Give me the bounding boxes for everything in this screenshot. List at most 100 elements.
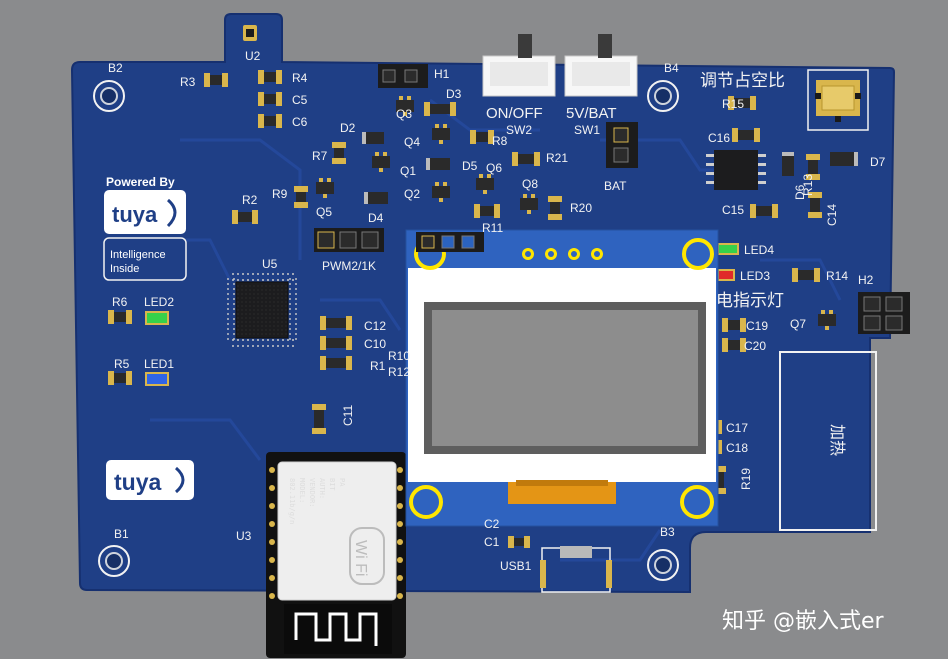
mounting-holes <box>93 80 679 581</box>
label-indicator: 电指示灯 <box>716 291 784 311</box>
label-r2: R2 <box>242 193 258 207</box>
module-text-4: PA <box>338 478 346 487</box>
label-intelligence: Intelligence <box>110 249 166 261</box>
label-c2: C2 <box>484 517 500 531</box>
label-q8: Q8 <box>522 177 538 191</box>
label-u2: U2 <box>245 49 261 63</box>
label-d7: D7 <box>870 155 886 169</box>
label-c18: C18 <box>726 441 748 455</box>
label-r15: R15 <box>722 97 744 111</box>
label-r9: R9 <box>272 187 288 201</box>
label-c11: C11 <box>341 405 355 426</box>
label-c20: C20 <box>744 339 766 353</box>
label-h1: H1 <box>434 67 450 81</box>
label-sw2: SW2 <box>506 123 532 137</box>
hole-b3 <box>647 549 679 581</box>
label-d5: D5 <box>462 159 478 173</box>
label-r21: R21 <box>546 151 568 165</box>
label-c12: C12 <box>364 319 386 333</box>
label-duty-cycle: 调节占空比 <box>700 71 785 91</box>
label-powered-by: Powered By <box>106 175 175 189</box>
soic-chip <box>706 150 766 190</box>
label-r3: R3 <box>180 75 196 89</box>
oled-display-module <box>405 229 719 527</box>
usb-connector <box>540 546 612 593</box>
slide-switches <box>482 34 638 97</box>
label-c16: C16 <box>708 131 730 145</box>
watermark-zhihu: 知乎 @嵌入式er <box>722 609 885 634</box>
label-d6: D6 <box>793 184 807 200</box>
label-q6: Q6 <box>486 161 502 175</box>
label-bat: BAT <box>604 179 627 193</box>
label-u3: U3 <box>236 529 252 543</box>
wifi-module-u3 <box>266 452 406 658</box>
label-usb1: USB1 <box>500 559 532 573</box>
label-u5: U5 <box>262 257 278 271</box>
label-led3: LED3 <box>740 269 770 283</box>
sensor-u2 <box>243 25 257 41</box>
label-c1: C1 <box>484 535 500 549</box>
label-d2: D2 <box>340 121 356 135</box>
module-text-2: AUTH: <box>318 478 326 499</box>
label-q3: Q3 <box>396 107 412 121</box>
label-c6: C6 <box>292 115 308 129</box>
label-q1: Q1 <box>400 164 416 178</box>
label-q5: Q5 <box>316 205 332 219</box>
label-r10: R10 <box>388 349 410 363</box>
label-c14: C14 <box>825 204 839 226</box>
hole-b1 <box>98 545 130 577</box>
label-pwm: PWM2/1K <box>322 259 376 273</box>
tuya-wordmark-bottom: tuya <box>114 469 162 495</box>
module-text-3: BIT <box>328 478 336 491</box>
tuya-wordmark-top: tuya <box>112 202 158 227</box>
label-h2: H2 <box>858 273 874 287</box>
label-led4: LED4 <box>744 243 774 257</box>
leds <box>145 243 739 386</box>
label-c15: C15 <box>722 203 744 217</box>
label-sw1: SW1 <box>574 123 600 137</box>
label-r6: R6 <box>112 295 128 309</box>
label-r4: R4 <box>292 71 308 85</box>
label-c17: C17 <box>726 421 748 435</box>
label-heat: 加热 <box>828 424 847 456</box>
label-onoff: ON/OFF <box>486 105 543 122</box>
label-r13: R13 <box>801 174 815 196</box>
label-d4: D4 <box>368 211 384 225</box>
label-b2: B2 <box>108 61 123 75</box>
module-text-1: VENDOR: <box>308 478 316 508</box>
led2-light <box>145 311 169 325</box>
label-r19: R19 <box>739 468 753 490</box>
diodes <box>362 132 858 204</box>
label-b3: B3 <box>660 525 675 539</box>
module-text-5: 802.11b/g/n <box>288 478 296 524</box>
wifi-logo <box>349 527 385 585</box>
hole-b4 <box>647 80 679 112</box>
label-c10: C10 <box>364 337 386 351</box>
label-5v-bat: 5V/BAT <box>566 105 617 122</box>
pin-headers <box>314 64 910 334</box>
tuya-logo-block <box>103 190 194 500</box>
label-q4: Q4 <box>404 135 420 149</box>
smd-components <box>108 70 858 548</box>
label-r7: R7 <box>312 149 328 163</box>
label-b4: B4 <box>664 61 679 75</box>
label-r12: R12 <box>388 365 410 379</box>
led1-light <box>145 372 169 386</box>
label-q7: Q7 <box>790 317 806 331</box>
hole-b2 <box>93 80 125 112</box>
label-r20: R20 <box>570 201 592 215</box>
label-r14: R14 <box>826 269 848 283</box>
module-text-0: MODEL: <box>298 478 306 503</box>
label-led2: LED2 <box>144 295 174 309</box>
label-r8: R8 <box>492 134 508 148</box>
label-b1: B1 <box>114 527 129 541</box>
label-c5: C5 <box>292 93 308 107</box>
led4-light <box>717 243 739 255</box>
label-r1: R1 <box>370 359 386 373</box>
label-c19: C19 <box>746 319 768 333</box>
label-led1: LED1 <box>144 357 174 371</box>
transistors <box>316 96 836 330</box>
led3-light <box>717 269 735 281</box>
sensor-module-top-right <box>807 69 869 131</box>
